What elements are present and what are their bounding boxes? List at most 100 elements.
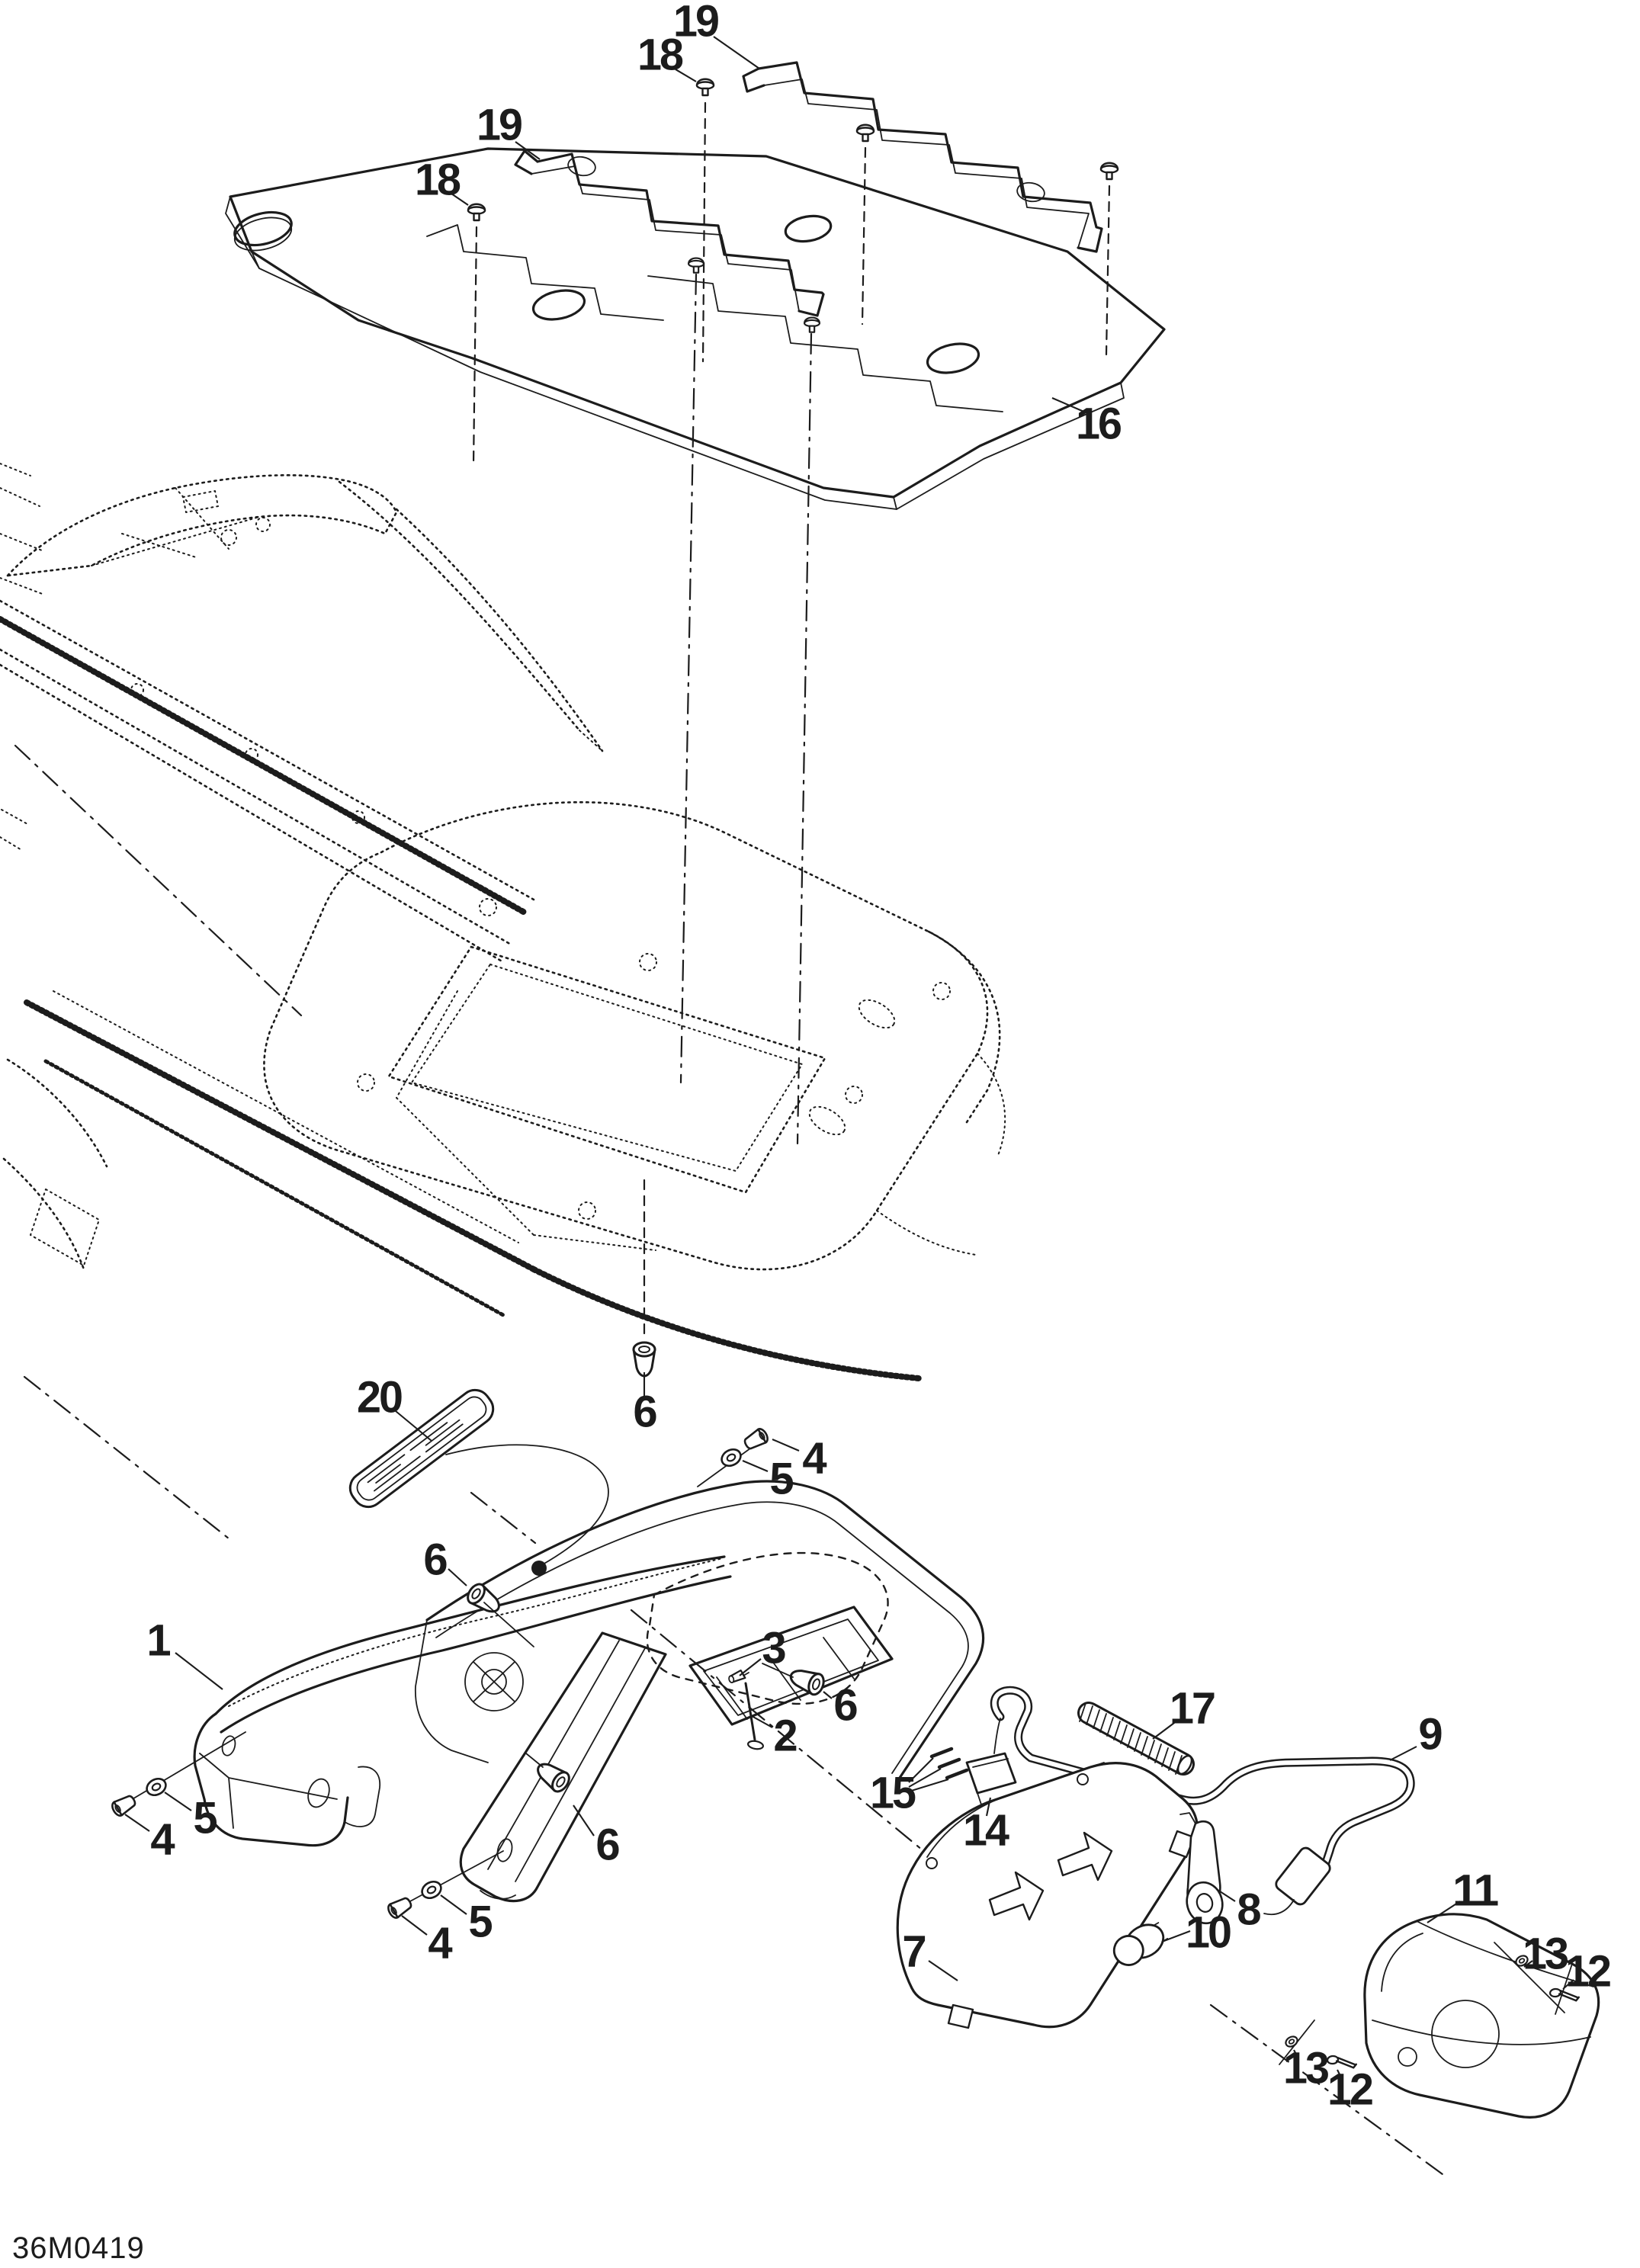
callout-leader xyxy=(1389,1746,1417,1761)
callout-9: 9 xyxy=(1389,1710,1444,1761)
tail-light-housing-7 xyxy=(896,1762,1199,2029)
callout-leader xyxy=(739,1658,762,1676)
callout-label: 2 xyxy=(773,1711,796,1761)
callout-leader xyxy=(124,1814,150,1832)
callout-label: 6 xyxy=(833,1681,857,1731)
projection-axes xyxy=(14,273,1444,2176)
callout-12: 12 xyxy=(1562,1947,1613,1997)
callout-5: 5 xyxy=(164,1792,219,1843)
chassis-frame-phantom xyxy=(0,463,1006,1381)
callout-leader xyxy=(164,1792,192,1811)
wiring-harness-9 xyxy=(990,1686,1415,1916)
callout-label: 4 xyxy=(150,1815,175,1865)
callout-label: 12 xyxy=(1565,1947,1610,1997)
callout-leader xyxy=(515,141,541,160)
callout-label: 20 xyxy=(357,1373,402,1423)
connector-14 xyxy=(965,1752,1017,1805)
callout-label: 3 xyxy=(762,1624,785,1673)
callout-label: 18 xyxy=(415,156,461,205)
callout-label: 16 xyxy=(1076,399,1122,449)
callout-label: 5 xyxy=(769,1455,793,1504)
callout-8: 8 xyxy=(1217,1885,1263,1935)
callout-leader xyxy=(985,1797,992,1817)
callout-leader xyxy=(1293,2049,1299,2059)
callout-10: 10 xyxy=(1161,1908,1233,1958)
callout-label: 13 xyxy=(1283,2044,1329,2093)
callout-15: 15 xyxy=(870,1769,918,1818)
callout-label: 19 xyxy=(673,0,719,47)
callout-11: 11 xyxy=(1427,1866,1500,1923)
callout-label: 10 xyxy=(1186,1908,1231,1958)
callout-14: 14 xyxy=(963,1797,1012,1856)
screw-2 xyxy=(743,1672,764,1750)
bolt-6 xyxy=(463,1341,828,1796)
callout-label: 12 xyxy=(1327,2065,1372,2115)
diagram-code: 36M0419 xyxy=(12,2231,145,2265)
callout-leader xyxy=(928,1960,958,1981)
bumper-1 xyxy=(193,1555,732,1903)
coiled-conduit-17 xyxy=(1077,1702,1195,1776)
callout-5: 5 xyxy=(440,1894,494,1947)
callout-17: 17 xyxy=(1152,1684,1217,1740)
rear-rack xyxy=(415,1444,985,1779)
bracket-19-upper xyxy=(742,61,1103,253)
callout-leader xyxy=(395,1410,432,1442)
lens-fasteners xyxy=(1279,1942,1581,2071)
fastener-set-4-5 xyxy=(109,1426,771,1921)
pin-leader xyxy=(908,1768,942,1788)
callout-leader xyxy=(823,1691,833,1699)
plate-16 xyxy=(225,147,1166,510)
callout-18: 18 xyxy=(415,156,469,206)
callout-leader xyxy=(440,1894,467,1915)
callout-12: 12 xyxy=(1327,2065,1375,2115)
bulb-socket-8 xyxy=(1179,1812,1224,1925)
callout-16: 16 xyxy=(1051,397,1124,449)
connector-pins-15 xyxy=(929,1747,969,1780)
callout-leader xyxy=(1051,397,1086,413)
callout-leader xyxy=(1562,1979,1574,1990)
callout-leader xyxy=(1337,2069,1343,2080)
callout-4: 4 xyxy=(772,1434,829,1484)
callout-leader xyxy=(742,1460,769,1472)
callout-label: 13 xyxy=(1523,1930,1568,1979)
callout-leader xyxy=(675,69,697,82)
top-plate-assembly xyxy=(225,61,1166,510)
callout-leader xyxy=(751,1715,773,1728)
callout-label: 4 xyxy=(428,1919,452,1968)
callout-19: 19 xyxy=(673,0,760,69)
callout-label: 15 xyxy=(870,1769,916,1818)
callout-2: 2 xyxy=(751,1711,798,1761)
callout-leader xyxy=(713,36,760,69)
callout-18: 18 xyxy=(637,30,697,82)
callout-leader xyxy=(451,193,469,206)
callout-label: 18 xyxy=(637,30,683,80)
callout-6: 6 xyxy=(633,1372,659,1437)
callout-1: 1 xyxy=(146,1616,223,1690)
vent-grille-20 xyxy=(348,1388,495,1509)
callout-6: 6 xyxy=(823,1681,859,1731)
tail-light-assembly xyxy=(896,1686,1600,2119)
callout-leader xyxy=(1161,1930,1191,1942)
callout-5: 5 xyxy=(742,1455,795,1504)
pin-3 xyxy=(728,1669,746,1684)
callout-leader xyxy=(175,1652,223,1690)
callout-label: 6 xyxy=(595,1820,619,1870)
callout-label: 9 xyxy=(1418,1710,1442,1760)
callout-leader xyxy=(448,1568,467,1586)
callout-leader xyxy=(772,1439,800,1452)
callout-13: 13 xyxy=(1283,2044,1331,2093)
callout-label: 11 xyxy=(1452,1866,1498,1916)
callout-label: 5 xyxy=(468,1897,492,1947)
pin-leader xyxy=(908,1757,934,1783)
callout-3: 3 xyxy=(739,1624,788,1676)
pin-leader xyxy=(908,1778,949,1793)
screw-18 xyxy=(467,78,1119,467)
callout-label: 14 xyxy=(963,1806,1009,1856)
callout-7: 7 xyxy=(902,1927,958,1981)
callout-6: 6 xyxy=(573,1804,621,1870)
callout-leader xyxy=(1523,1960,1533,1968)
callout-label: 19 xyxy=(477,101,522,150)
callout-leader xyxy=(1427,1901,1461,1923)
callout-label: 17 xyxy=(1170,1684,1215,1734)
